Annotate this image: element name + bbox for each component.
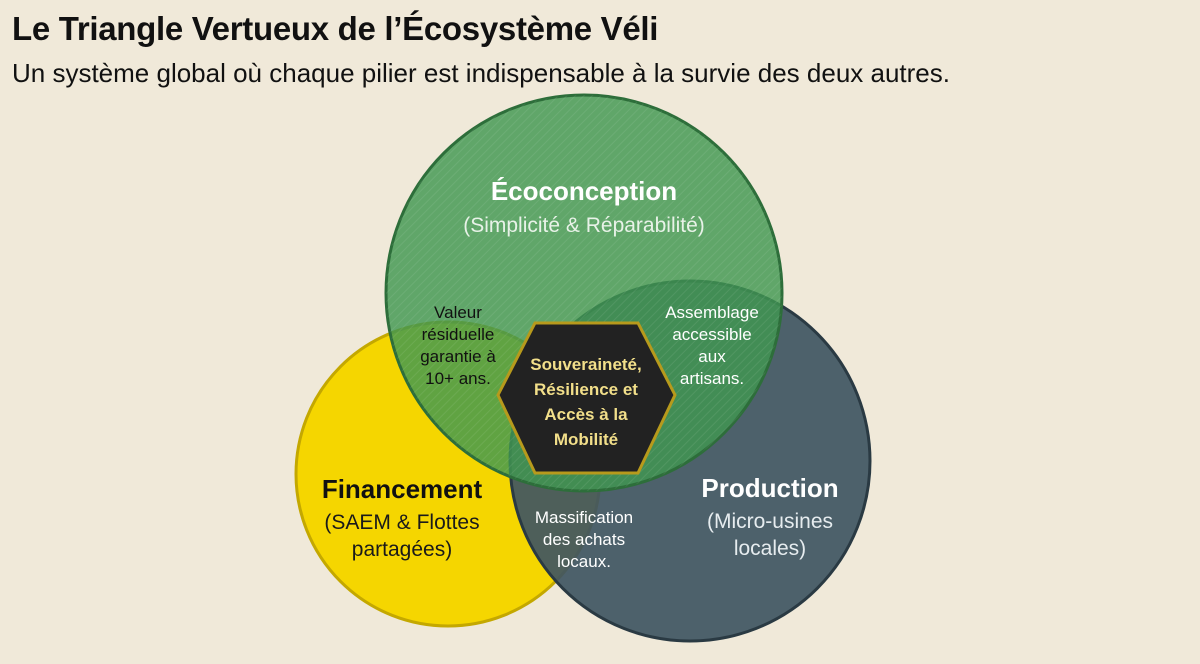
intersection-eco-fin-line: résiduelle [422, 325, 495, 344]
production-detail-line: (Micro-usines [707, 510, 833, 533]
page-subtitle: Un système global où chaque pilier est i… [12, 58, 950, 88]
center-text-line: Résilience et [534, 380, 638, 399]
intersection-eco-prod-line: aux [698, 347, 726, 366]
intersection-eco-prod-line: Assemblage [665, 303, 759, 322]
production-title: Production [701, 473, 838, 503]
center-hexagon [496, 321, 677, 475]
intersection-fin-prod-line: Massification [535, 508, 633, 527]
intersection-eco-fin-line: Valeur [434, 303, 482, 322]
intersection-eco-fin-line: 10+ ans. [425, 369, 491, 388]
intersection-fin-prod-line: locaux. [557, 552, 611, 571]
intersection-fin-prod-line: des achats [543, 530, 625, 549]
financement-detail-line: partagées) [352, 538, 452, 561]
texture-overlay-eco [386, 95, 782, 491]
production-detail-line: locales) [734, 537, 806, 560]
page-title: Le Triangle Vertueux de l’Écosystème Vél… [12, 10, 659, 47]
center-text-line: Souveraineté, [530, 355, 642, 374]
financement-title: Financement [322, 474, 483, 504]
ecoconception-detail: (Simplicité & Réparabilité) [463, 214, 705, 237]
financement-detail-line: (SAEM & Flottes [324, 511, 479, 534]
ecoconception-title: Écoconception [491, 176, 677, 206]
center-text-line: Accès à la [544, 405, 628, 424]
intersection-eco-fin-line: garantie à [420, 347, 496, 366]
center-text-line: Mobilité [554, 430, 618, 449]
intersection-eco-prod-line: artisans. [680, 369, 744, 388]
intersection-eco-prod-line: accessible [672, 325, 751, 344]
